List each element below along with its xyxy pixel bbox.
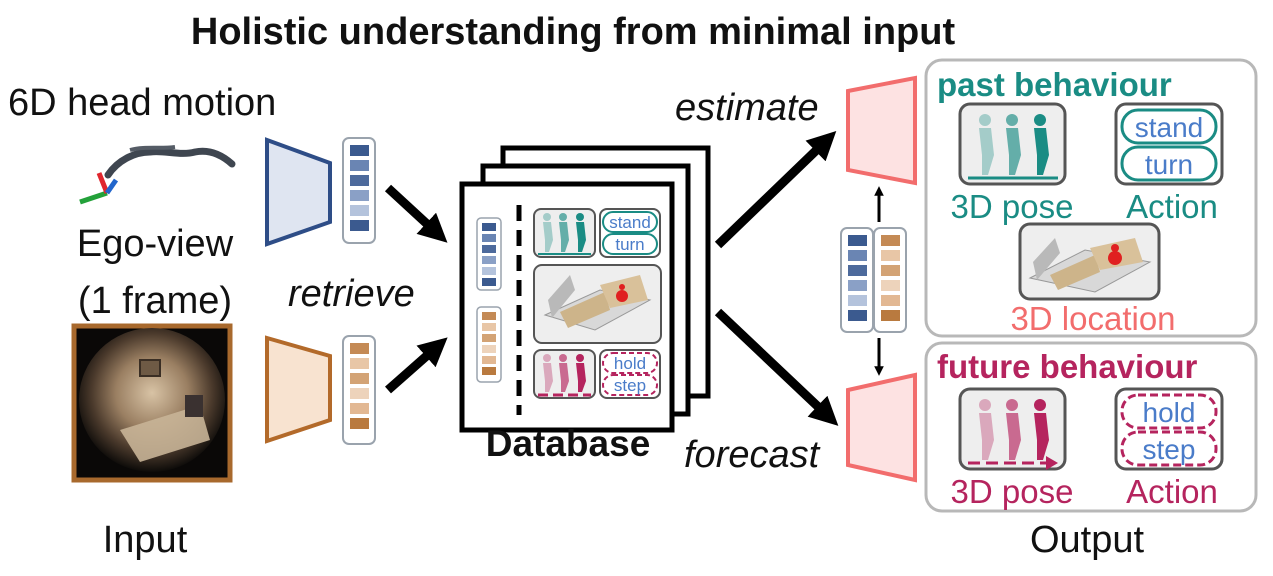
motion-feature-vector [342,137,376,244]
figure-title: Holistic understanding from minimal inpu… [191,11,956,53]
location-thumbnail [1018,222,1161,301]
future-pose-thumbnail [958,387,1067,471]
future-behaviour-heading: future behaviour [937,348,1198,385]
future-action-2: step [1143,434,1196,465]
forecast-label: forecast [684,434,821,476]
db-image-vector [476,306,502,383]
db-future-pose-thumbnail [533,349,596,399]
past-action-label: Action [1126,188,1218,225]
retrieve-arrow-top [384,184,448,243]
future-action-1: hold [1143,397,1196,428]
egoview-label-line2: (1 frame) [78,280,232,322]
input-caption: Input [103,519,188,561]
db-past-action-2: turn [615,235,644,254]
db-future-action-2: step [614,376,646,395]
db-future-action-1: hold [614,354,646,373]
db-future-action: hold step [599,349,661,399]
past-behaviour-heading: past behaviour [937,66,1172,103]
past-pose-thumbnail [958,102,1067,186]
retrieve-arrow-bottom [385,337,448,394]
estimate-decoder [846,75,917,186]
output-caption: Output [1030,519,1145,561]
past-action-1: stand [1135,112,1204,143]
future-action-thumbnail: hold step [1114,387,1224,471]
future-pose-label: 3D pose [951,473,1074,510]
db-scene-thumbnail [533,264,662,344]
image-feature-vector [342,335,376,445]
motion-encoder [265,137,332,247]
estimate-label: estimate [675,87,819,129]
db-motion-vector [476,217,502,291]
past-pose-label: 3D pose [951,188,1074,225]
db-past-action: stand turn [599,208,661,258]
db-past-pose-thumbnail [533,208,596,258]
location-label: 3D location [1010,300,1175,337]
estimate-arrow [714,131,837,249]
db-past-action-1: stand [609,213,651,232]
image-encoder [265,335,332,444]
retrieve-label: retrieve [288,273,415,315]
egoview-label-line1: Ego-view [77,223,234,265]
database-label: Database [486,423,651,464]
combined-feature-vectors [840,227,907,333]
head-motion-label: 6D head motion [8,82,276,124]
past-action-2: turn [1145,149,1193,180]
forecast-arrow [714,308,839,426]
forecast-decoder [846,372,917,483]
head-trajectory-icon [79,145,236,205]
past-action-thumbnail: stand turn [1114,102,1224,186]
egoview-image [71,323,233,483]
future-action-label: Action [1126,473,1218,510]
